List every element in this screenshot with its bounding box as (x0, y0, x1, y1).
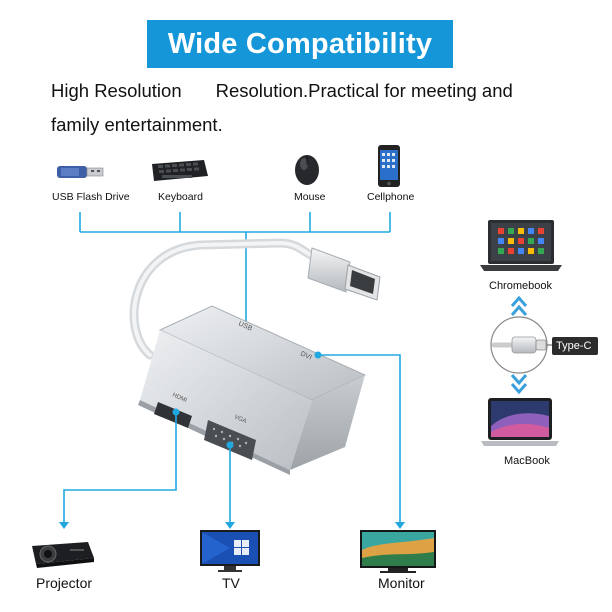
usb-flash-drive-label: USB Flash Drive (52, 191, 130, 203)
cellphone-icon (372, 144, 406, 188)
mouse-label: Mouse (294, 191, 326, 203)
vga-port (204, 420, 256, 460)
monitor-icon (358, 528, 438, 576)
tv-label: TV (222, 575, 240, 591)
macbook-label: MacBook (504, 455, 550, 467)
projector-label: Projector (36, 575, 93, 591)
tv-icon (198, 528, 262, 574)
type-c-badge (552, 337, 598, 355)
chromebook-label: Chromebook (489, 280, 552, 292)
type-c-label: Type-C (556, 340, 592, 352)
cellphone-label: Cellphone (367, 191, 415, 203)
usb-c-plug (307, 247, 381, 301)
description-line-2: family entertainment. (51, 114, 223, 135)
description-part-b: Resolution.Practical for meeting and (215, 80, 513, 101)
chromebook-icon (478, 218, 564, 276)
bottom-connector-lines (63, 354, 401, 525)
vga-port-label: VGA (233, 414, 247, 425)
projector-icon (28, 532, 98, 572)
description-line-1: High Resolution Resolution.Practical for … (51, 80, 513, 102)
monitor-label: Monitor (378, 575, 425, 591)
usb-flash-drive-icon (55, 154, 110, 184)
macbook-icon (480, 396, 560, 452)
dvi-port-label: DVI (299, 350, 313, 361)
title-banner: Wide Compatibility (147, 20, 453, 68)
keyboard-label: Keyboard (158, 191, 203, 203)
up-arrows (510, 295, 528, 316)
adapter-body (138, 305, 367, 475)
banner-title: Wide Compatibility (167, 27, 433, 60)
keyboard-icon (148, 154, 210, 184)
hdmi-port-label: HDMI (171, 392, 188, 404)
mouse-icon (289, 150, 325, 188)
down-arrows (510, 374, 528, 395)
hdmi-port (154, 402, 192, 428)
description-part-a: High Resolution (51, 80, 182, 101)
